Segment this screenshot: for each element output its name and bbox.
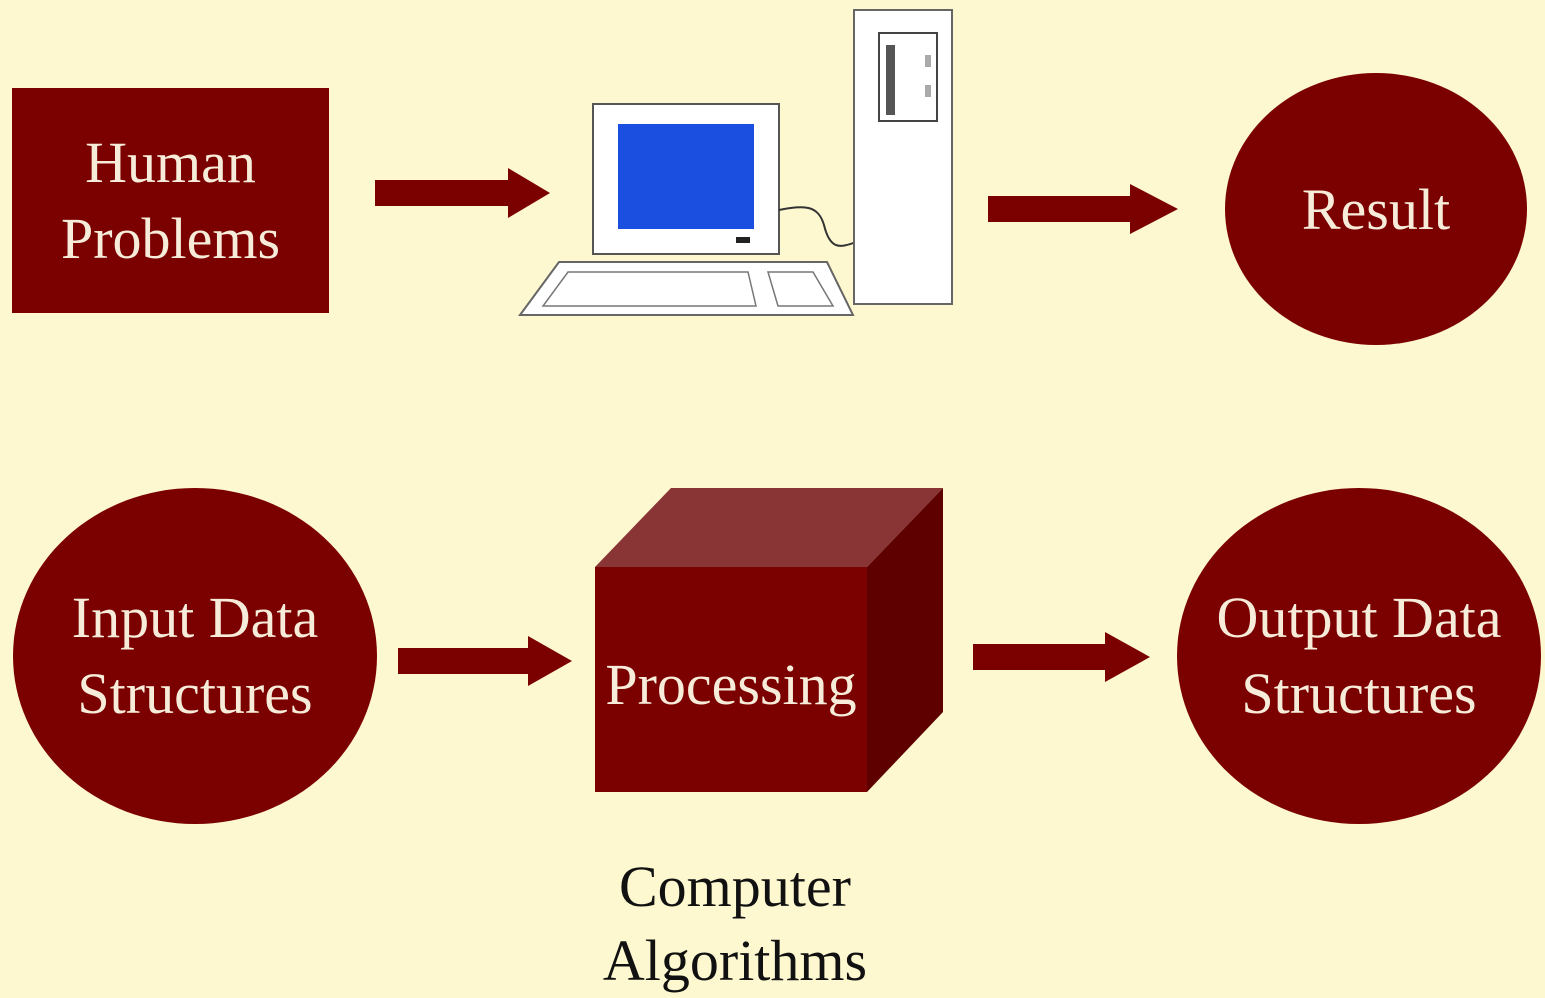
input-data-ellipse: [13, 488, 377, 824]
computer-icon: [518, 9, 953, 316]
arrow-processing-to-output: [973, 632, 1150, 682]
result-text: Result: [1301, 177, 1451, 242]
input-data-label: Input Data Structures: [13, 580, 377, 732]
input-data-line2: Structures: [77, 661, 313, 726]
processing-label: Processing: [590, 645, 872, 725]
result-ellipse: [1225, 73, 1527, 345]
arrow-computer-to-result: [988, 184, 1178, 234]
human-problems-line1: Human: [85, 129, 256, 195]
output-data-ellipse: [1177, 488, 1541, 824]
output-data-line2: Structures: [1241, 661, 1477, 726]
output-data-label: Output Data Structures: [1177, 580, 1541, 732]
caption-line1: Computer: [619, 854, 851, 919]
input-data-line1: Input Data: [71, 585, 319, 650]
arrow-input-to-processing: [398, 636, 572, 686]
human-problems-label: Human Problems: [12, 88, 329, 313]
processing-text: Processing: [605, 652, 857, 717]
caption-line2: Algorithms: [602, 928, 868, 993]
output-data-line1: Output Data: [1216, 585, 1502, 650]
human-problems-box: [12, 88, 329, 313]
arrow-problems-to-computer: [375, 168, 550, 218]
result-label: Result: [1225, 150, 1527, 270]
processing-cube: [595, 488, 943, 792]
computer-algorithms-caption: Computer Algorithms: [555, 850, 915, 998]
human-problems-line2: Problems: [60, 205, 281, 271]
